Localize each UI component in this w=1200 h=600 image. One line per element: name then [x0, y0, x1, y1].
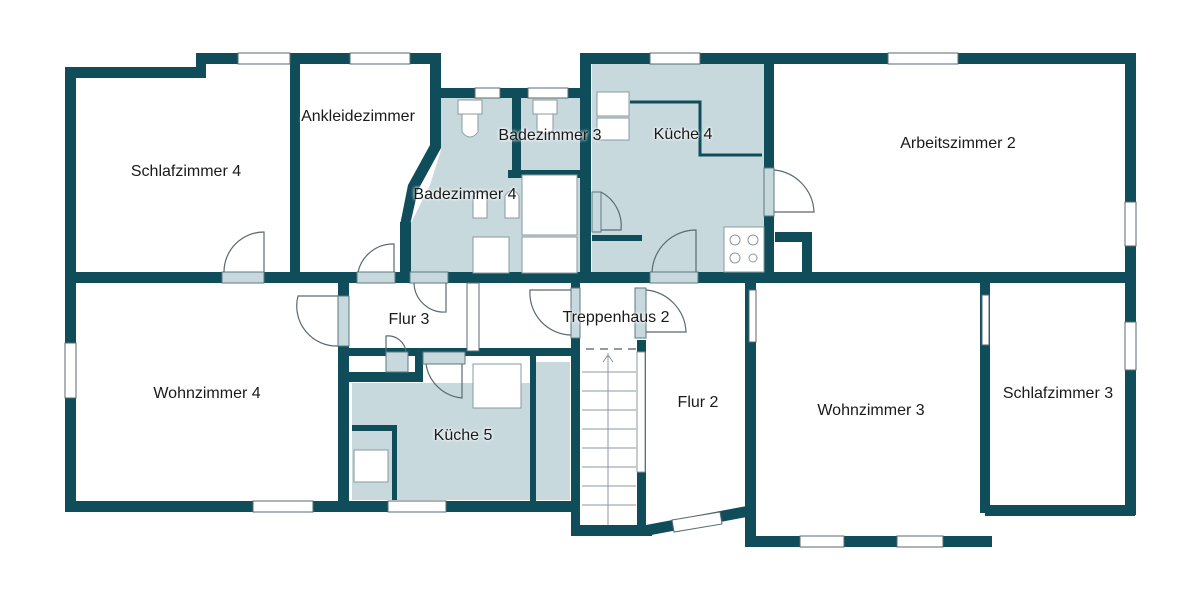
- room-label-badezimmer-3: Badezimmer 3: [498, 127, 602, 144]
- room-label-kueche-4: Küche 4: [653, 126, 713, 143]
- walls: [65, 53, 1136, 547]
- room-label-schlafzimmer-4: Schlafzimmer 4: [130, 163, 242, 180]
- room-label-kueche-5: Küche 5: [433, 427, 493, 444]
- room-label-wohnzimmer-3: Wohnzimmer 3: [817, 402, 925, 419]
- doors: [221, 167, 815, 399]
- windows: [64, 52, 1137, 548]
- room-label-flur-2: Flur 2: [677, 394, 719, 411]
- room-label-arbeitszimmer-2: Arbeitszimmer 2: [900, 135, 1016, 152]
- staircase: [582, 348, 646, 525]
- room-label-schlafzimmer-3: Schlafzimmer 3: [1002, 385, 1114, 402]
- room-label-flur-3: Flur 3: [388, 311, 430, 328]
- room-label-wohnzimmer-4: Wohnzimmer 4: [153, 385, 261, 402]
- room-label-treppenhaus-2: Treppenhaus 2: [562, 309, 670, 326]
- room-label-ankleidezimmer: Ankleidezimmer: [301, 108, 415, 125]
- fixtures: [353, 91, 765, 483]
- room-label-badezimmer-4: Badezimmer 4: [413, 186, 517, 203]
